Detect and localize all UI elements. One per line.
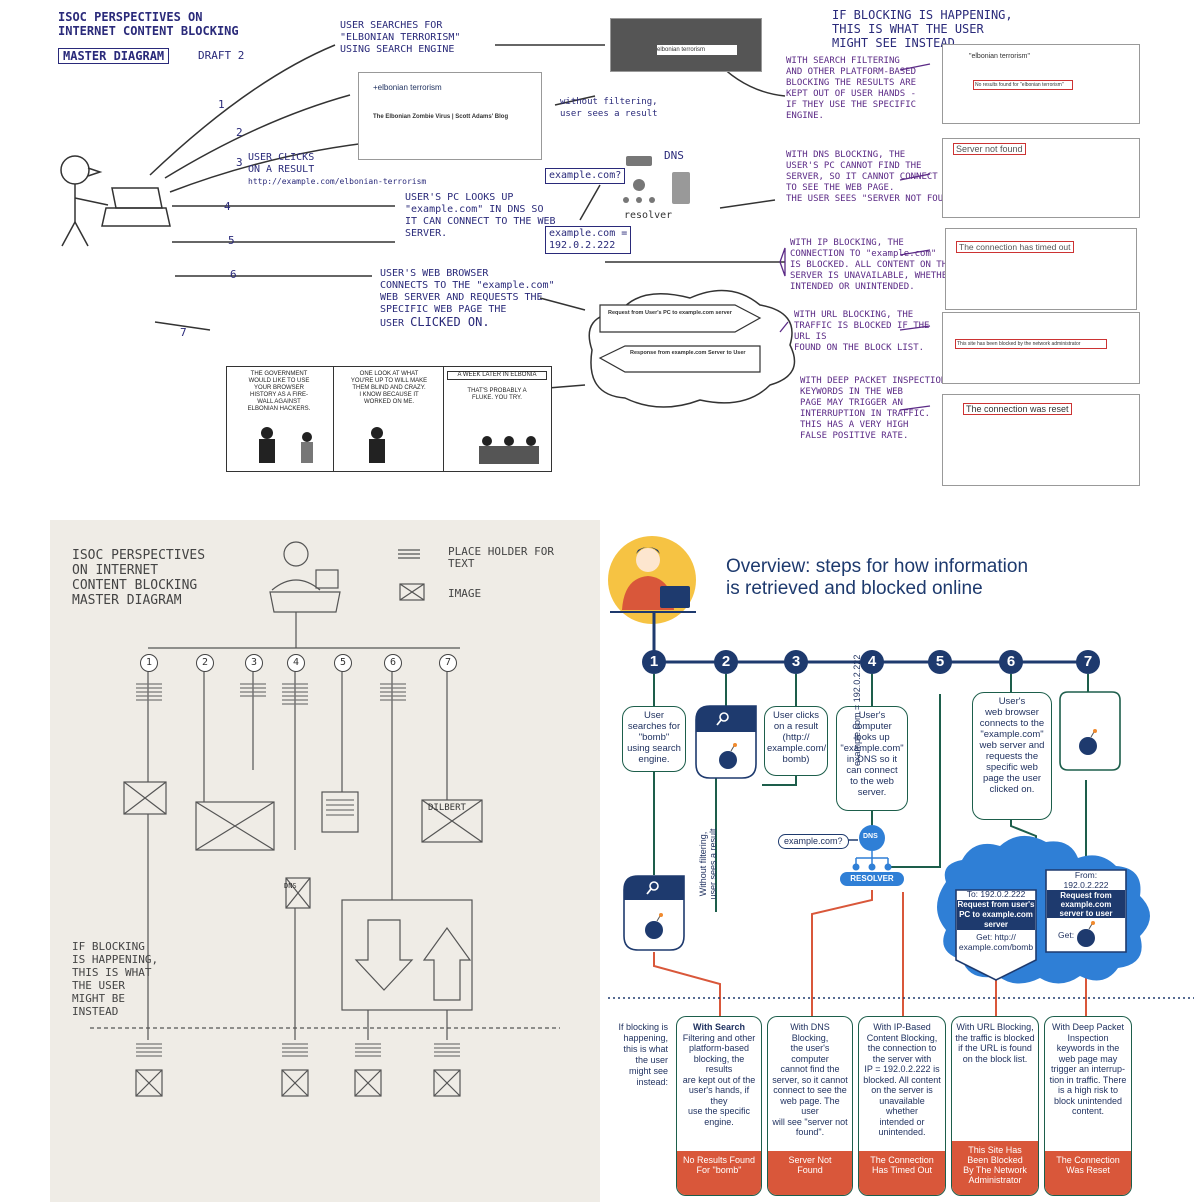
note-right-5: WITH DEEP PACKET INSPECTION,KEYWORDS IN …	[800, 376, 952, 441]
screen-timed-out: The connection has timed out	[945, 228, 1137, 310]
without-filtering-note: Without filtering,user sees a result	[698, 828, 718, 900]
sketch-step-1: 1	[218, 98, 225, 111]
note-search: USER SEARCHES FOR"ELBONIAN TERRORISM"USI…	[340, 20, 461, 55]
response-get: Get:	[1058, 930, 1075, 940]
sketch-step-3: 3	[236, 156, 243, 169]
pencil-step-4: 4	[287, 654, 305, 672]
sketch-step-5: 5	[228, 234, 235, 247]
dns-query-label: example.com?	[545, 168, 626, 184]
sketch-step-4: 4	[224, 200, 231, 213]
legend-text-placeholder: PLACE HOLDER FOR TEXT	[448, 545, 554, 570]
screen-no-results: "elbonian terrorism" No results found fo…	[942, 44, 1140, 124]
cloud-response-label: Response from example.com Server to User	[630, 350, 746, 356]
pencil-sketch-lines	[90, 541, 560, 1097]
screen-server-not-found: Server not found	[942, 138, 1140, 218]
resolver-label: resolver	[624, 210, 673, 221]
final-diagram-lines	[608, 536, 1194, 1016]
sketch-step-6: 6	[230, 268, 237, 281]
pencil-step-5: 5	[334, 654, 352, 672]
sketch-step-2: 2	[236, 126, 243, 139]
dns-label: DNS	[664, 149, 684, 162]
final-step-3: 3	[784, 650, 808, 674]
cloud-request-label: Request from User's PC to example.com se…	[608, 310, 732, 316]
request-get: Get: http://example.com/bomb	[958, 932, 1034, 952]
dns-icon-label: DNS	[863, 833, 878, 840]
sketch-title: ISOC PERSPECTIVES ON INTERNET CONTENT BL…	[58, 10, 239, 38]
note-without-filtering: without filtering,user sees a result	[560, 97, 658, 119]
legend-image-placeholder: IMAGE	[448, 587, 482, 600]
pencil-step-2: 2	[196, 654, 214, 672]
right-header: IF BLOCKING IS HAPPENING, THIS IS WHAT T…	[832, 8, 1013, 50]
sketch-draft-2: ISOC PERSPECTIVES ON INTERNET CONTENT BL…	[0, 0, 1200, 500]
search-results-screenshot: +elbonian terrorism The Elbonian Zombie …	[358, 72, 542, 160]
resolver-pill: RESOLVER	[850, 874, 894, 883]
final-step-6: 6	[999, 650, 1023, 674]
master-diagram-label: MASTER DIAGRAM	[58, 48, 170, 64]
sketch-step-7: 7	[180, 326, 187, 339]
dns-query-pill: example.com?	[778, 834, 849, 849]
final-step-1: 1	[642, 650, 666, 674]
pencil-dilbert-label: DILBERT	[428, 803, 466, 813]
search-engine-screenshot: elbonian terrorism	[610, 18, 762, 72]
outcome-url-blocking: With URL Blocking,the traffic is blocked…	[951, 1016, 1039, 1196]
request-to: To: 192.0.2.222	[966, 889, 1026, 899]
pencil-step-6: 6	[384, 654, 402, 672]
screen-site-blocked: This site has been blocked by the networ…	[942, 312, 1140, 384]
final-step-2: 2	[714, 650, 738, 674]
response-from: From:192.0.2.222	[1063, 870, 1109, 890]
draft-label: DRAFT 2	[198, 49, 245, 62]
pencil-step-1: 1	[140, 654, 158, 672]
screen-connection-reset: The connection was reset	[942, 394, 1140, 486]
pencil-step-7: 7	[439, 654, 457, 672]
step5-dns-answer: example.com = 192.0.2.222	[852, 654, 862, 766]
note-lookup: USER'S PC LOOKS UP"example.com" IN DNS S…	[405, 192, 556, 239]
final-step-5: 5	[928, 650, 952, 674]
final-step-7: 7	[1076, 650, 1100, 674]
pencil-dns-label: DNS	[284, 882, 297, 890]
dns-answer-label: example.com =192.0.2.222	[545, 226, 632, 254]
pencil-step-3: 3	[245, 654, 263, 672]
final-step-4: 4	[860, 650, 884, 674]
